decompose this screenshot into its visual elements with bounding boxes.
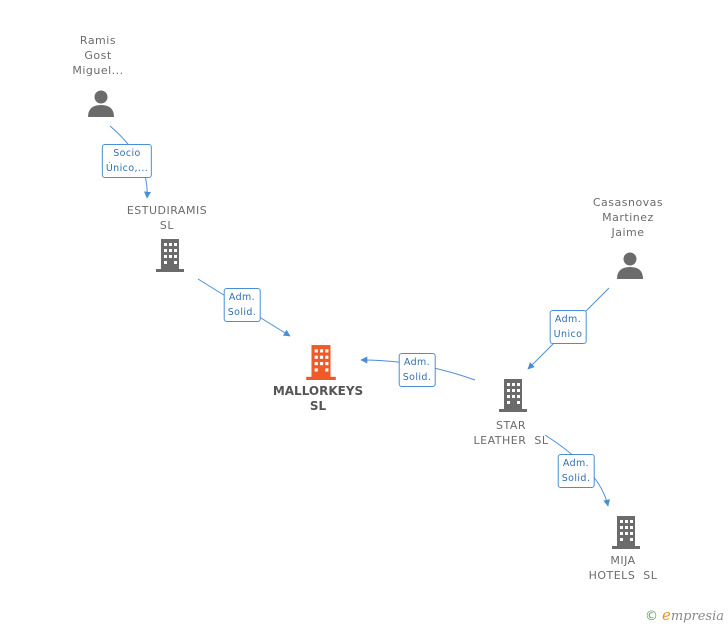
node-mallorkeys-label[interactable]: MALLORKEYS SL xyxy=(272,384,364,413)
edge-label-adm-solid[interactable]: Adm. Solid. xyxy=(398,353,436,387)
node-mija-hotels-label[interactable]: MIJA HOTELS SL xyxy=(588,554,658,582)
node-estudiramis-label[interactable]: ESTUDIRAMIS SL xyxy=(126,204,208,232)
edge-label-adm-solid[interactable]: Adm. Solid. xyxy=(557,454,595,488)
person-icon[interactable] xyxy=(615,250,645,280)
edge-label-adm-solid[interactable]: Adm. Solid. xyxy=(223,288,261,322)
node-casasnovas-label[interactable]: Casasnovas Martinez Jaime xyxy=(592,196,664,239)
edge-label-adm-unico[interactable]: Adm. Unico xyxy=(549,310,587,344)
brand-logo[interactable]: ©empresia xyxy=(644,606,724,624)
person-icon[interactable] xyxy=(86,88,116,118)
focus-building-icon[interactable] xyxy=(305,344,337,380)
building-icon[interactable] xyxy=(611,515,641,549)
copyright-icon: © xyxy=(644,609,658,624)
node-ramis-label[interactable]: Ramis Gost Miguel... xyxy=(72,34,124,77)
edge-label-socio-unico[interactable]: Socio Único,... xyxy=(101,144,153,178)
building-icon[interactable] xyxy=(155,238,185,272)
building-icon[interactable] xyxy=(498,378,528,412)
node-star-leather-label[interactable]: STAR LEATHER SL xyxy=(473,419,549,447)
